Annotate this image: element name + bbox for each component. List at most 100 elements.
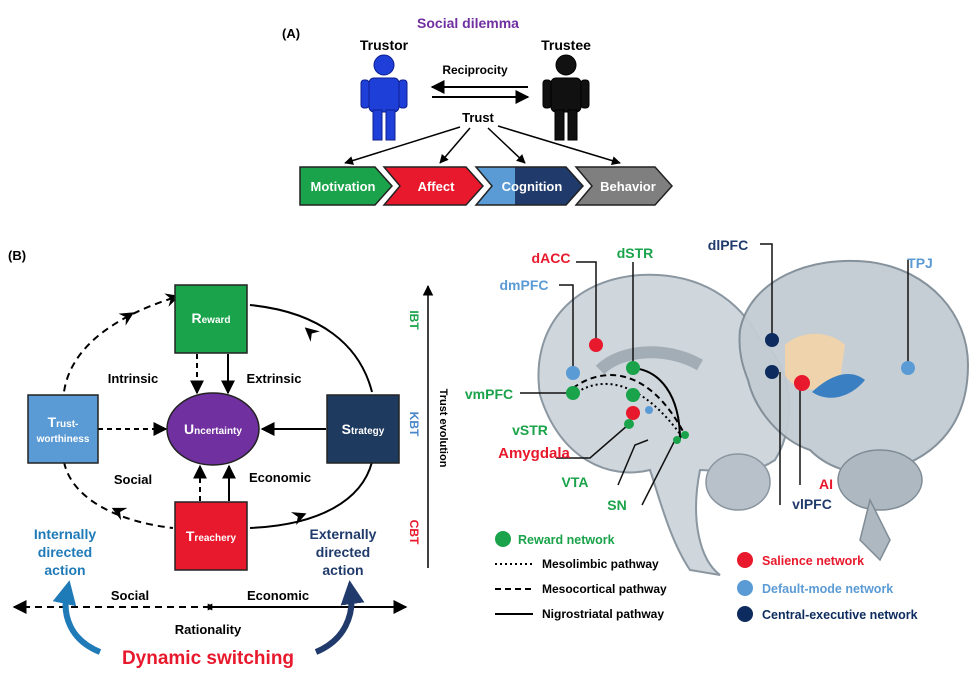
- internal-line-3: action: [44, 562, 85, 578]
- panel-b-label: (B): [8, 248, 26, 263]
- mesocortical-label: Mesocortical pathway: [542, 582, 667, 596]
- reward-network-label: Reward network: [518, 533, 615, 547]
- salience-label: Salience network: [762, 554, 864, 568]
- intrinsic-label: Intrinsic: [108, 371, 159, 386]
- panel-a: (A) Social dilemma Trustor Trustee Recip…: [282, 15, 674, 206]
- insula-highlight: [812, 373, 865, 398]
- trust-evolution-label: Trust evolution: [437, 389, 449, 468]
- trustworthiness-rest-1: rust-: [56, 419, 78, 430]
- chevron-behavior: Behavior: [574, 166, 674, 206]
- trustworthiness-initial: T: [48, 414, 57, 430]
- dmpfc-label: dmPFC: [500, 277, 549, 293]
- external-switch-arrow: [314, 580, 365, 655]
- dstr-lower-dot: [626, 388, 640, 402]
- economic-label: Economic: [249, 470, 311, 485]
- cognition-label: Cognition: [502, 179, 563, 194]
- vta-dot: [673, 436, 681, 444]
- trustor-label: Trustor: [360, 37, 409, 53]
- trustworthiness-box: Trust- worthiness: [27, 394, 99, 464]
- reward-box: Reward: [174, 284, 248, 354]
- trustor-person-icon: [360, 54, 408, 141]
- svg-text:Trust-: Trust-: [48, 414, 79, 430]
- vlpfc-dot: [765, 365, 779, 379]
- lateral-brain-shape: [738, 259, 970, 474]
- panel-a-label: (A): [282, 26, 300, 41]
- treachery-initial: T: [186, 528, 195, 544]
- ai-dot: [794, 375, 810, 391]
- legend: Reward network Mesolimbic pathway Mesoco…: [495, 531, 918, 622]
- social-label: Social: [114, 472, 152, 487]
- salience-swatch: [737, 552, 753, 568]
- amygdala-label: Amygdala: [498, 445, 570, 462]
- amygdala-dot: [626, 406, 640, 420]
- lateral-cerebellum: [837, 449, 923, 511]
- vta-label: VTA: [562, 474, 589, 490]
- uncertainty-initial: U: [184, 421, 194, 437]
- trust-to-affect-arrow: [439, 127, 471, 164]
- uncertainty-node: Uncertainty: [166, 392, 260, 466]
- default-mode-label: Default-mode network: [762, 582, 893, 596]
- vmpfc-label: vmPFC: [465, 386, 513, 402]
- dynamic-switching-label: Dynamic switching: [122, 648, 294, 669]
- sn-dot: [681, 431, 689, 439]
- external-line-3: action: [322, 562, 363, 578]
- economic-solid-arc: [249, 461, 373, 529]
- uncertainty-rest: ncertainty: [194, 426, 242, 437]
- reciprocity-label: Reciprocity: [442, 63, 508, 77]
- chevron-affect: Affect: [382, 166, 485, 206]
- trust-to-behavior-arrow: [497, 125, 621, 165]
- trustee-person-icon: [542, 54, 590, 141]
- trust-to-cognition-arrow: [487, 127, 526, 164]
- tpj-label: TPJ: [907, 255, 933, 271]
- trust-to-motivation-arrow: [344, 126, 461, 165]
- economic-arc-arrowhead: [290, 512, 307, 526]
- external-line-1: Externally: [310, 526, 377, 542]
- central-executive-swatch: [737, 606, 753, 622]
- bottom-economic-label: Economic: [247, 588, 309, 603]
- nigrostriatal-pathway-line: [631, 367, 681, 441]
- ai-label: AI: [819, 476, 833, 492]
- extrinsic-arc-arrowhead: [304, 327, 320, 342]
- medial-cerebellum: [705, 453, 771, 511]
- trustee-label: Trustee: [541, 37, 591, 53]
- dacc-label: dACC: [532, 250, 571, 266]
- default-mode-swatch: [737, 580, 753, 596]
- rationality-label: Rationality: [175, 622, 242, 637]
- intrinsic-dashed-arc: [63, 297, 174, 393]
- mesolimbic-pathway-line: [572, 383, 684, 439]
- internal-switch-arrow: [52, 580, 102, 655]
- treachery-rest: reachery: [194, 533, 236, 544]
- strategy-box: Strategy: [326, 394, 400, 464]
- region-leader-lines: [520, 243, 909, 506]
- social-dashed-arc: [63, 461, 174, 529]
- panel-b: (B) Reward Trust- worthiness: [8, 248, 449, 669]
- sn-label: SN: [607, 497, 626, 513]
- trustworthiness-rest-2: worthiness: [36, 434, 90, 445]
- extrinsic-label: Extrinsic: [247, 371, 302, 386]
- kbt-label: KBT: [407, 412, 421, 437]
- affect-label: Affect: [418, 179, 456, 194]
- social-arc-arrowhead: [111, 507, 128, 521]
- corpus-callosum: [595, 346, 703, 375]
- mesocortical-pathway-line: [572, 374, 686, 436]
- internal-line-1: Internally: [34, 526, 96, 542]
- central-executive-label: Central-executive network: [762, 608, 918, 622]
- hippocampus-dot: [645, 406, 653, 414]
- reward-rest: eward: [202, 315, 231, 326]
- dmpfc-dot: [566, 366, 580, 380]
- dlpfc-label: dlPFC: [708, 237, 748, 253]
- brainstem: [859, 497, 891, 562]
- social-dilemma-title: Social dilemma: [417, 15, 519, 31]
- svg-text:Reward: Reward: [191, 310, 230, 326]
- reward-network-swatch: [495, 531, 511, 547]
- ibt-label: IBT: [407, 310, 421, 330]
- behavior-label: Behavior: [600, 179, 656, 194]
- strategy-initial: S: [342, 421, 351, 437]
- vstr-label: vSTR: [512, 422, 548, 438]
- internal-line-2: directed: [38, 544, 92, 560]
- dacc-dot: [589, 338, 603, 352]
- strategy-rest: trategy: [351, 426, 385, 437]
- tpj-dot: [901, 361, 915, 375]
- chevron-motivation: Motivation: [299, 166, 394, 206]
